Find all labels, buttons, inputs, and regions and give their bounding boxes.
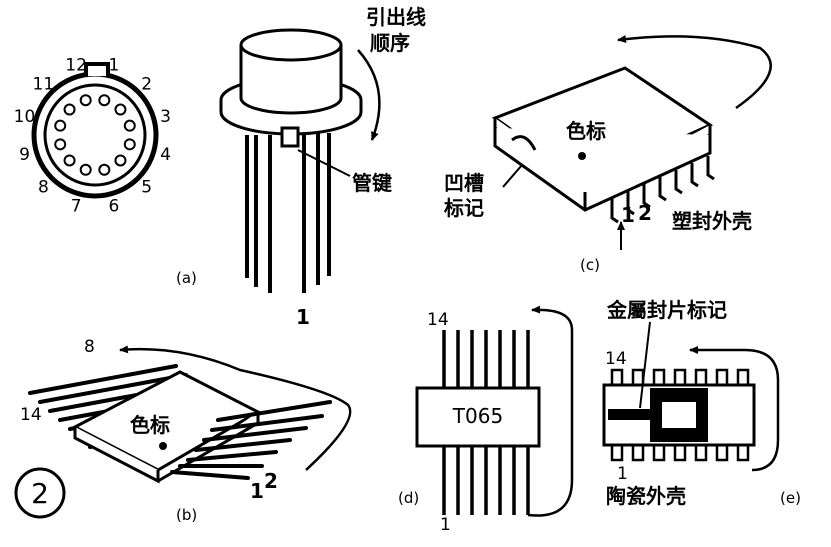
pin-number-label: 4	[160, 145, 171, 165]
metal-seal-leader	[639, 321, 651, 409]
pin-fourteen-label-d: 14	[427, 310, 449, 330]
pin-hole	[114, 103, 127, 116]
color-mark-dot	[159, 442, 167, 450]
metal-seal-label: 金屬封片标记	[606, 298, 727, 322]
notch-leader	[502, 164, 523, 188]
pin-fourteen-label-b: 14	[20, 405, 42, 425]
pin-hole	[123, 138, 136, 151]
pin-number-label: 8	[38, 178, 49, 198]
ceramic-leads-bottom	[610, 443, 750, 462]
pin-hole	[63, 154, 76, 167]
tube-key-label: 管键	[352, 171, 392, 195]
pin-number-label: 7	[71, 197, 82, 217]
figure-number: 2	[31, 477, 49, 510]
round-package-bottom-view	[31, 62, 159, 199]
lead-order-label-line2: 顺序	[370, 31, 410, 55]
pin-number-label: 1	[108, 55, 119, 75]
pin-one-label-d: 1	[440, 515, 451, 535]
pin-second-label-c: 2	[638, 201, 652, 225]
to-can-leads	[245, 133, 331, 293]
pin-order-arrow-d	[527, 305, 574, 517]
panel-b-caption: (b)	[176, 506, 197, 524]
panel-d: T065 14 1 (d)	[398, 305, 574, 535]
lead-order-label-line1: 引出线	[366, 5, 426, 29]
pin-one-label-e: 1	[617, 464, 628, 484]
pin-one-label: 1	[296, 305, 310, 329]
case-label-e: 陶瓷外壳	[606, 484, 686, 508]
pin-number-label: 2	[141, 74, 152, 94]
panel-e-caption: (e)	[780, 489, 801, 507]
pin-hole	[63, 103, 76, 116]
panel-e: 金屬封片标记 14 1 陶瓷外壳 (e)	[602, 298, 801, 508]
color-mark-dot-c	[578, 152, 586, 160]
pin-number-label: 5	[141, 178, 152, 198]
pin-hole	[54, 119, 67, 132]
pin-first-label-b: 1	[250, 479, 264, 503]
ceramic-leads-top	[610, 368, 750, 387]
pin-eight-label: 8	[84, 337, 95, 357]
pin-hole	[98, 94, 111, 107]
tube-key-leader	[297, 149, 351, 177]
case-label-c: 塑封外壳	[672, 209, 752, 233]
pin-fourteen-label-e: 14	[605, 349, 627, 369]
panel-a-caption: (a)	[176, 269, 197, 287]
pin-order-arrow-e	[689, 346, 780, 472]
pin-hole	[54, 138, 67, 151]
pin-second-label-b: 2	[264, 469, 278, 493]
pin-number-label: 10	[14, 107, 36, 127]
pin-number-label: 3	[160, 107, 171, 127]
pin-hole	[114, 154, 127, 167]
notch-mark-label-line2: 标记	[444, 196, 484, 220]
lead-order-arrow	[357, 49, 381, 141]
flat-pack-leads-front	[170, 400, 332, 480]
to-can-package	[219, 28, 363, 148]
panel-c-caption: (c)	[580, 256, 600, 274]
chip-body-d	[415, 386, 541, 448]
dip-leads	[610, 156, 715, 224]
pin-hole	[79, 163, 92, 176]
panel-b: 色标 8 14 1 2 (b) 2	[14, 337, 352, 524]
pin-number-label: 11	[33, 74, 55, 94]
dip-plastic-body	[491, 66, 714, 212]
pin-order-arrow-c	[617, 35, 772, 110]
pin-holes	[54, 94, 136, 176]
pin-order-arrow-b	[119, 345, 352, 471]
panel-d-caption: (d)	[398, 489, 419, 507]
pin-one-bar	[608, 409, 652, 420]
chip-text: T065	[452, 404, 503, 428]
pin-number-label: 12	[65, 55, 87, 75]
figure-number-circle	[14, 467, 66, 519]
color-mark-label-c: 色标	[566, 119, 606, 143]
notch-mark-label-line1: 凹槽	[444, 171, 484, 195]
panel-c: 色标 凹槽 标记 1 2 塑封外壳 (c)	[444, 35, 772, 274]
pin-number-label: 9	[19, 145, 30, 165]
pin-hole	[123, 119, 136, 132]
pin-number-label: 6	[108, 197, 119, 217]
color-mark-label-b: 色标	[130, 413, 170, 437]
pin-first-label-c: 1	[621, 203, 635, 227]
pin-hole	[98, 163, 111, 176]
pin-hole	[79, 94, 92, 107]
metal-seal-window	[662, 402, 696, 428]
